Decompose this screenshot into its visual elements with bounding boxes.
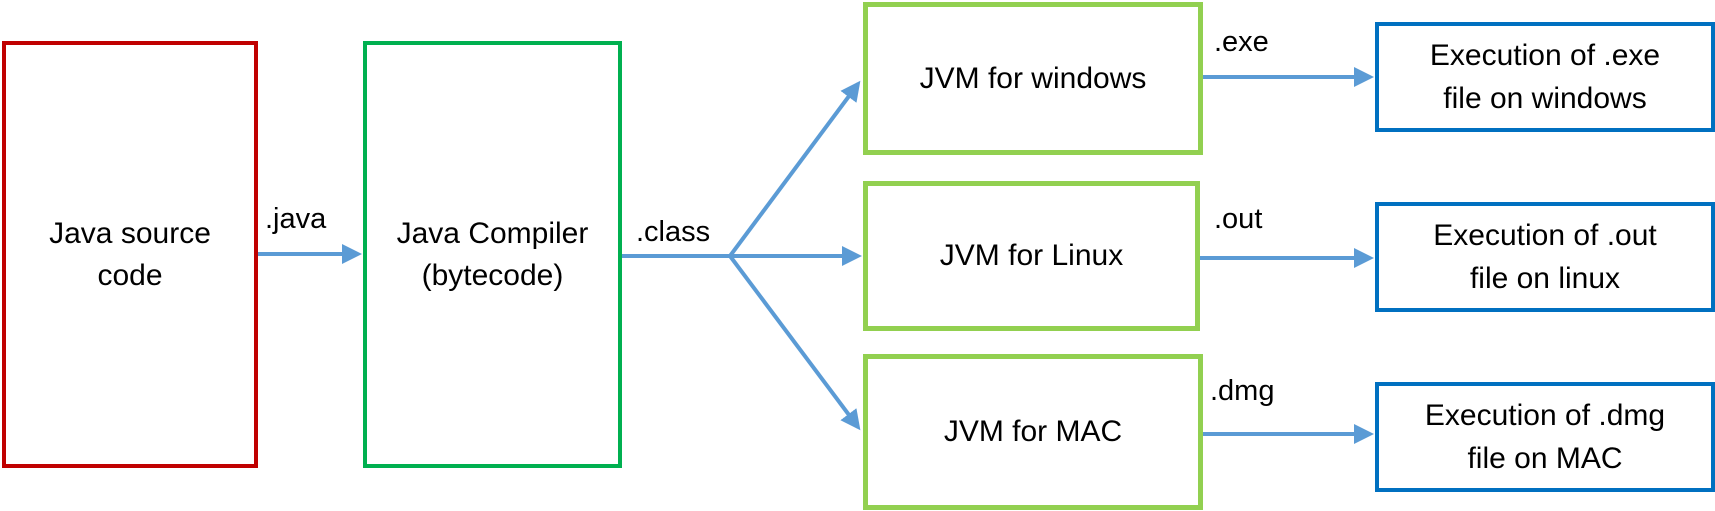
java-compiler-line2: (bytecode) xyxy=(421,258,564,292)
jvm-mac-box: JVM for MAC xyxy=(863,354,1203,510)
execution-mac-box: Execution of .dmg file on MAC xyxy=(1375,382,1715,492)
execution-windows-box: Execution of .exe file on windows xyxy=(1375,22,1715,132)
java-source-box: Java source code xyxy=(2,41,258,468)
jvm-windows-box: JVM for windows xyxy=(863,2,1203,155)
arrow-to-jvm-mac xyxy=(728,254,861,431)
execution-mac-line1: Execution of .dmg xyxy=(1424,398,1666,432)
java-source-line2: code xyxy=(97,258,163,292)
jvm-linux-box: JVM for Linux xyxy=(863,181,1200,331)
edge-label-class: .class xyxy=(636,216,711,248)
jvm-windows-label: JVM for windows xyxy=(919,61,1147,95)
edge-label-out: .out xyxy=(1214,203,1263,235)
java-compiler-box: Java Compiler (bytecode) xyxy=(363,41,622,468)
execution-windows-line1: Execution of .exe xyxy=(1429,38,1661,72)
edge-label-exe: .exe xyxy=(1214,26,1269,58)
execution-linux-line2: file on linux xyxy=(1469,262,1621,295)
edge-label-java: .java xyxy=(265,203,327,235)
java-source-line1: Java source xyxy=(49,216,211,250)
java-compiler-line1: Java Compiler xyxy=(396,216,589,250)
jvm-mac-label: JVM for MAC xyxy=(943,415,1123,448)
edge-label-dmg: .dmg xyxy=(1210,375,1275,407)
jvm-linux-label: JVM for Linux xyxy=(939,239,1124,272)
arrow-to-jvm-windows xyxy=(728,80,861,258)
execution-linux-box: Execution of .out file on linux xyxy=(1375,202,1715,312)
execution-linux-line1: Execution of .out xyxy=(1433,218,1657,252)
execution-windows-line2: file on windows xyxy=(1443,82,1647,115)
execution-mac-line2: file on MAC xyxy=(1467,442,1623,475)
